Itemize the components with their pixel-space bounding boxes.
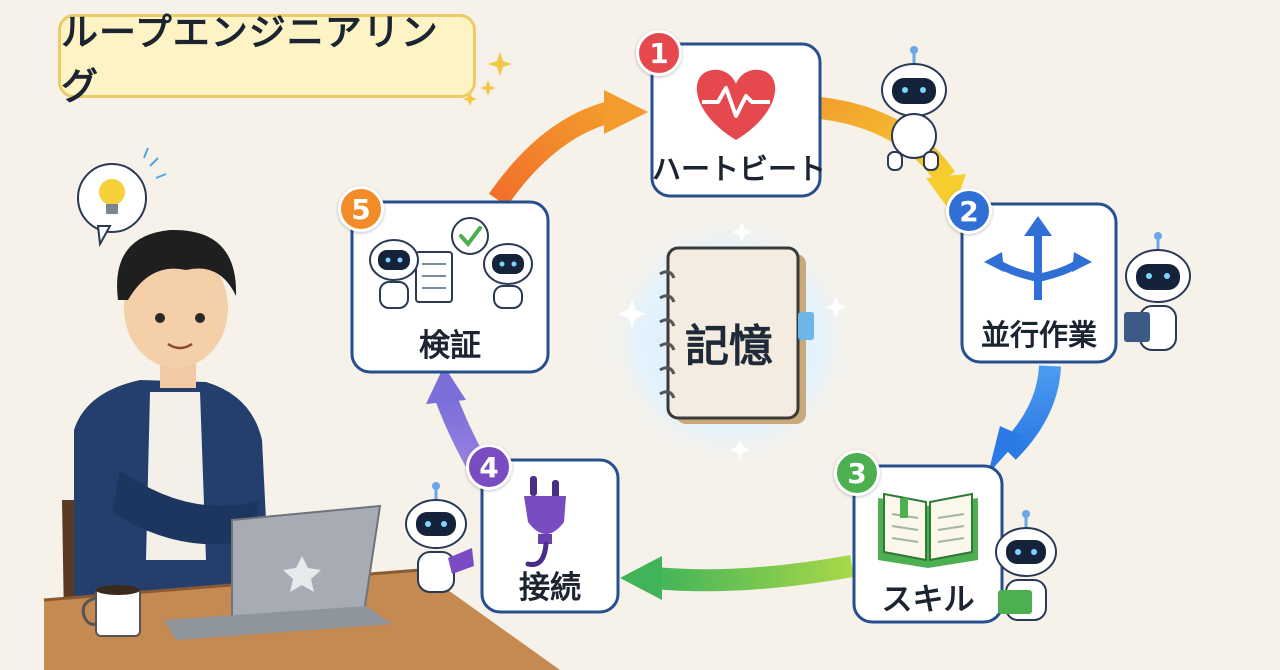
- robot-illustration: [369, 46, 1191, 621]
- checklist-icon: [415, 217, 489, 303]
- diagram-title: ループエンジニアリング: [61, 11, 439, 108]
- step-label-5: 検証: [419, 328, 481, 364]
- memory-notebook: [600, 210, 860, 470]
- plug-icon: [524, 476, 566, 568]
- step-label-4: 接続: [519, 570, 581, 606]
- memory-label: 記憶: [685, 321, 773, 372]
- heart-pulse-icon: [696, 69, 776, 140]
- lightbulb-icon: [77, 147, 167, 248]
- step-number-badge-1: 1: [636, 30, 682, 76]
- step-label-1: ハートビート: [652, 152, 827, 186]
- person-illustration: [43, 147, 560, 670]
- step-number-badge-3: 3: [834, 450, 880, 496]
- step-card-4: [480, 458, 620, 614]
- step-card-3: [852, 464, 1004, 624]
- arrow-2-to-3: [988, 365, 1061, 474]
- sparkle-icon: [463, 52, 512, 106]
- open-book-icon: [878, 492, 978, 568]
- step-card-1: [650, 42, 822, 198]
- step-number-badge-4: 4: [466, 444, 512, 490]
- step-number-badge-5: 5: [338, 186, 384, 232]
- title-badge: ループエンジニアリング: [58, 11, 476, 108]
- step-number-badge-2: 2: [946, 188, 992, 234]
- sparkle-icon: [618, 222, 847, 460]
- arrow-3-to-4: [620, 555, 854, 600]
- branch-arrows-icon: [984, 216, 1092, 300]
- step-card-2: [960, 202, 1118, 364]
- coffee-mug-icon: [81, 585, 141, 637]
- arrow-5-to-1: [488, 90, 648, 207]
- step-label-2: 並行作業: [980, 318, 1097, 352]
- laptop-icon: [164, 504, 392, 640]
- step-label-3: スキル: [881, 582, 975, 618]
